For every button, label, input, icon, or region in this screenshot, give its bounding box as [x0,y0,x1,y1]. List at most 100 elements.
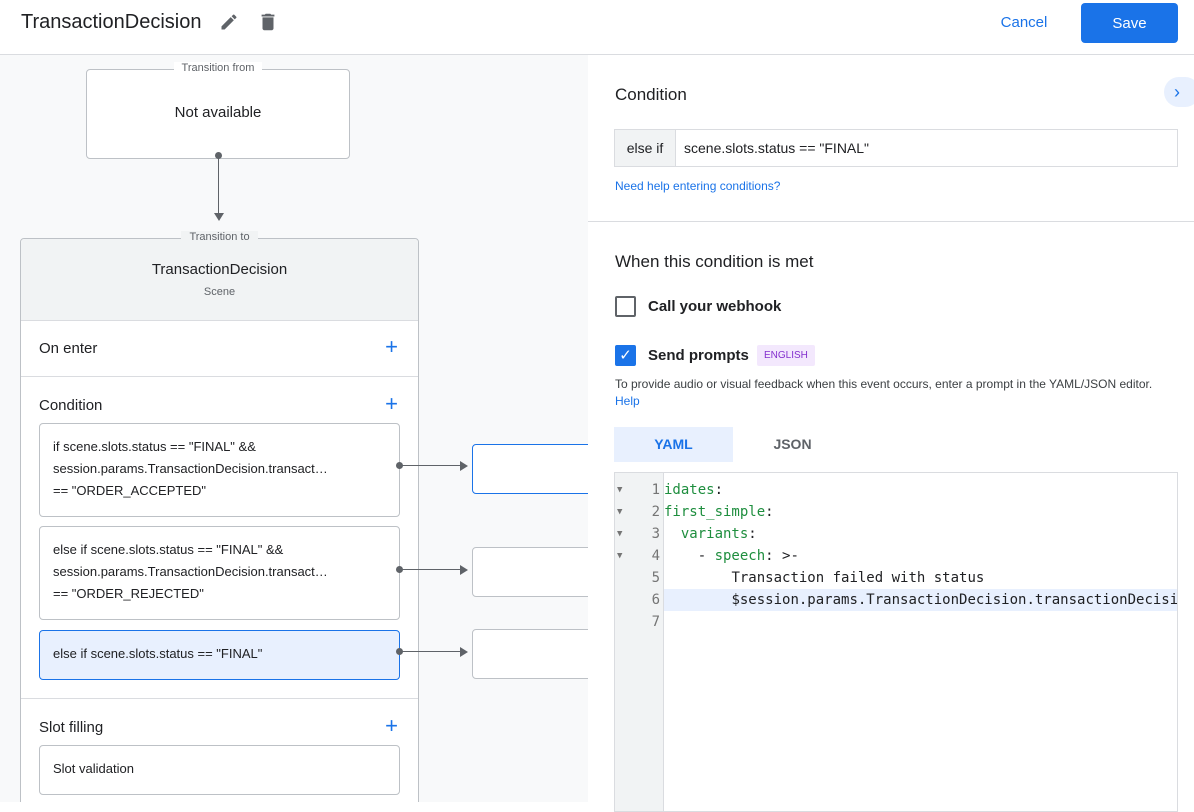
on-enter-section[interactable]: On enter + [21,320,418,376]
connector-line [400,651,464,652]
met-title: When this condition is met [615,252,814,271]
condition-text: else if scene.slots.status == "FINAL" [53,646,263,661]
add-on-enter-icon[interactable]: + [385,334,398,359]
add-condition-icon[interactable]: + [385,391,398,416]
connector-dot [396,566,403,573]
connector-dot [396,648,403,655]
page-title: TransactionDecision [21,11,202,33]
fold-arrow-icon[interactable]: ▼ [617,485,623,495]
code-indent [664,592,731,608]
prompt-description: To provide audio or visual feedback when… [615,376,1175,410]
tab-yaml[interactable]: YAML [614,427,733,462]
fold-arrow-icon[interactable]: ▼ [617,507,623,517]
code-line[interactable]: ▼ 4 - speech: >- [615,545,1177,567]
condition-item[interactable]: if scene.slots.status == "FINAL" && sess… [39,423,400,517]
flow-canvas: Transition from Not available Transition… [0,55,588,802]
code-key: variants [680,526,749,542]
arrow-head [214,213,224,221]
condition-label: Condition [39,397,103,414]
condition-item[interactable]: else if scene.slots.status == "FINAL" &&… [39,526,400,620]
code-line[interactable]: ▼3 variants: [615,523,1177,545]
prompts-label: Send prompts [648,347,749,364]
transition-target-box[interactable] [472,444,588,494]
edit-icon[interactable] [219,12,239,32]
code-key: first_simple [664,504,766,520]
slot-filling-label: Slot filling [39,719,104,736]
condition-text: session.params.TransactionDecision.trans… [53,564,328,579]
arrow-head [460,565,468,575]
help-conditions-link[interactable]: Need help entering conditions? [615,179,781,193]
code-key: speech [714,548,766,564]
connector-line [400,465,464,466]
condition-expression[interactable]: scene.slots.status == "FINAL" [684,140,870,156]
scene-header: Transition to TransactionDecision Scene [21,231,418,320]
condition-text: == "ORDER_REJECTED" [53,586,204,601]
line-number: 7 [651,614,660,630]
slot-validation-item[interactable]: Slot validation [39,745,400,795]
transition-from-label: Transition from [173,62,263,74]
transition-target-box[interactable] [472,629,588,679]
webhook-checkbox[interactable] [615,296,636,317]
connector-line [218,156,219,214]
cancel-button[interactable]: Cancel [985,8,1063,36]
prompts-checkbox[interactable]: ✓ [615,345,636,366]
code-text: : [765,504,774,520]
transition-target-box[interactable] [472,547,588,597]
fold-arrow-icon[interactable]: ▼ [617,551,623,561]
tab-json[interactable]: JSON [773,436,812,452]
code-text: : >- [765,548,799,564]
save-button[interactable]: Save [1081,3,1178,43]
divider [588,221,1194,222]
code-key: idates [664,482,715,498]
condition-text: == "ORDER_ACCEPTED" [53,483,206,498]
editor-gutter [615,473,664,811]
slot-validation-label: Slot validation [53,761,134,776]
scene-type: Scene [203,286,236,298]
condition-text: session.params.TransactionDecision.trans… [53,461,328,476]
help-link[interactable]: Help [615,394,640,408]
delete-icon[interactable] [257,11,279,33]
condition-panel: › Condition else if scene.slots.status =… [588,55,1194,812]
code-text: : [714,482,724,498]
code-text: : [748,526,757,542]
fold-arrow-icon[interactable]: ▼ [617,529,623,539]
code-line[interactable]: 5 Transaction failed with status [615,567,1177,589]
line-number: 6 [651,592,660,608]
code-line[interactable]: 7 [615,611,1177,633]
condition-input[interactable]: else if scene.slots.status == "FINAL" [614,129,1178,167]
code-indent: - [664,548,715,564]
line-number: 2 [651,504,660,520]
condition-text: if scene.slots.status == "FINAL" && [53,439,256,454]
code-text: $session.params.TransactionDecision.tran… [731,592,1177,608]
code-line[interactable]: 6 $session.params.TransactionDecision.tr… [652,589,1177,611]
language-badge: ENGLISH [757,345,815,366]
add-slot-icon[interactable]: + [385,713,398,738]
condition-section: Condition + if scene.slots.status == "FI… [21,376,418,698]
header: TransactionDecision Cancel Save [0,0,1194,55]
connector-dot [396,462,403,469]
condition-text: else if scene.slots.status == "FINAL" && [53,542,284,557]
transition-from-box: Transition from Not available [86,62,350,159]
line-number: 5 [651,570,660,586]
on-enter-label: On enter [39,340,98,357]
transition-from-value: Not available [174,104,262,121]
webhook-label: Call your webhook [648,298,782,315]
transition-to-label: Transition to [181,231,258,243]
condition-title: Condition [615,85,687,104]
arrow-head [460,647,468,657]
collapse-panel-icon[interactable]: › [1164,77,1194,107]
line-number: 1 [651,482,660,498]
condition-prefix: else if [615,130,676,166]
arrow-head [460,461,468,471]
code-text: Transaction failed with status [731,570,985,586]
condition-item-selected[interactable]: else if scene.slots.status == "FINAL" [39,630,400,680]
connector-dot [215,152,222,159]
line-number: 4 [651,548,660,564]
slot-filling-section: Slot filling + Slot validation [21,698,418,802]
scene-box: Transition to TransactionDecision Scene … [20,231,419,802]
connector-line [400,569,464,570]
desc-text: To provide audio or visual feedback when… [615,377,1153,391]
